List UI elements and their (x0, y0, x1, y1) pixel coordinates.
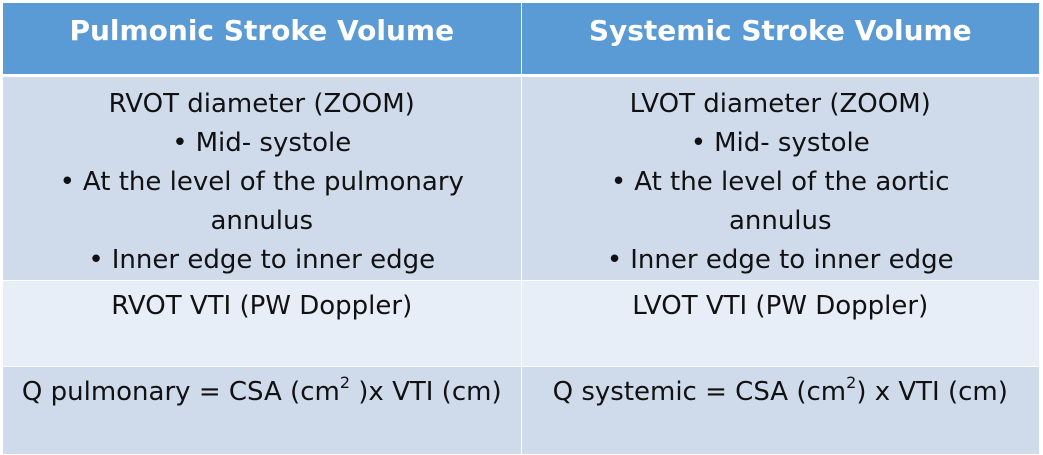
bullet-icon: • (610, 167, 627, 197)
systemic-formula-cell: Q systemic = CSA (cm2) x VTI (cm) (520, 366, 1040, 455)
bullet-continuation: annulus (210, 206, 314, 236)
superscript: 2 (339, 373, 351, 393)
rvot-vti-cell: RVOT VTI (PW Doppler) (2, 280, 522, 367)
diameter-row: RVOT diameter (ZOOM) •Mid- systole •At t… (2, 75, 1040, 281)
systemic-diameter-cell: LVOT diameter (ZOOM) •Mid- systole •At t… (520, 75, 1040, 281)
bullet-icon: • (172, 128, 188, 158)
bullet-icon: • (88, 245, 104, 275)
header-row: Pulmonic Stroke Volume Systemic Stroke V… (2, 2, 1040, 77)
pulmonary-formula-cell: Q pulmonary = CSA (cm2 )x VTI (cm) (2, 366, 522, 455)
bullet-item: •Inner edge to inner edge (3, 241, 521, 280)
formula-row: Q pulmonary = CSA (cm2 )x VTI (cm) Q sys… (2, 366, 1040, 455)
lvot-diameter-title: LVOT diameter (ZOOM) (629, 89, 931, 119)
superscript: 2 (846, 373, 857, 393)
bullet-icon: • (59, 167, 75, 197)
bullet-icon: • (606, 245, 623, 275)
bullet-item: •At the level of the pulmonary (3, 163, 521, 202)
bullet-item: •At the level of the aortic (522, 163, 1040, 202)
vti-row: RVOT VTI (PW Doppler) LVOT VTI (PW Doppl… (2, 280, 1040, 367)
rvot-diameter-title: RVOT diameter (ZOOM) (108, 89, 415, 119)
pulmonic-diameter-cell: RVOT diameter (ZOOM) •Mid- systole •At t… (2, 75, 522, 281)
bullet-item: •Mid- systole (522, 124, 1040, 163)
bullet-continuation: annulus (728, 206, 832, 236)
header-pulmonic: Pulmonic Stroke Volume (2, 2, 522, 77)
header-systemic: Systemic Stroke Volume (520, 2, 1040, 77)
lvot-vti-cell: LVOT VTI (PW Doppler) (520, 280, 1040, 367)
bullet-item: •Mid- systole (3, 124, 521, 163)
bullet-icon: • (690, 128, 707, 158)
bullet-item: •Inner edge to inner edge (522, 241, 1040, 280)
